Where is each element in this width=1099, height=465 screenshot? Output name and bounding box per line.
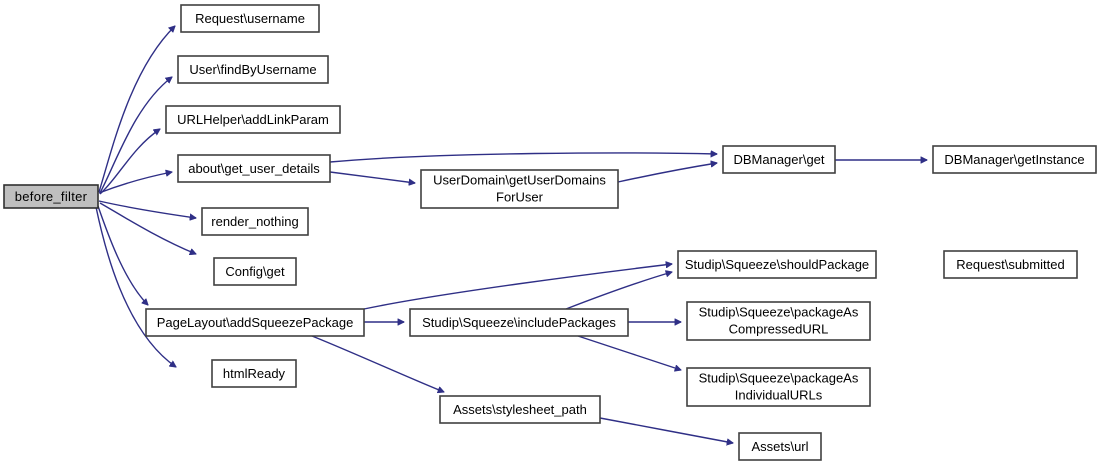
edges-layer: [95, 26, 927, 443]
node-box[interactable]: [145, 308, 365, 337]
graph-node-user_findbyusername[interactable]: User\findByUsername: [177, 55, 329, 84]
node-box[interactable]: [177, 55, 329, 84]
node-box[interactable]: [177, 154, 331, 183]
node-label-line2: ForUser: [496, 189, 544, 204]
node-label: Assets\url: [751, 439, 808, 454]
call-edge: [97, 205, 148, 305]
node-box[interactable]: [211, 359, 297, 388]
node-label-line2: CompressedURL: [729, 321, 829, 336]
graph-node-assets_url[interactable]: Assets\url: [738, 432, 822, 461]
node-label: PageLayout\addSqueezePackage: [157, 315, 354, 330]
call-edge: [329, 153, 717, 163]
call-edge: [311, 335, 444, 392]
node-box[interactable]: [201, 207, 309, 236]
graph-node-config_get[interactable]: Config\get: [213, 257, 297, 286]
call-edge: [329, 171, 415, 183]
graph-node-dbmanager_get[interactable]: DBManager\get: [722, 145, 836, 174]
node-label: Assets\stylesheet_path: [453, 402, 587, 417]
graph-node-pagelayout_addsqueezepackage[interactable]: PageLayout\addSqueezePackage: [145, 308, 365, 337]
node-box[interactable]: [165, 105, 341, 134]
graph-node-request_submitted[interactable]: Request\submitted: [943, 250, 1078, 279]
node-box[interactable]: [932, 145, 1097, 174]
graph-node-request_username[interactable]: Request\username: [180, 4, 320, 33]
graph-node-htmlready[interactable]: htmlReady: [211, 359, 297, 388]
node-label-line1: UserDomain\getUserDomains: [433, 172, 606, 187]
graph-node-about_get_user_details[interactable]: about\get_user_details: [177, 154, 331, 183]
graph-node-studip_squeeze_includepackages[interactable]: Studip\Squeeze\includePackages: [409, 308, 629, 337]
call-edge: [99, 202, 196, 254]
node-box[interactable]: [686, 301, 871, 341]
graph-node-urlhelper_addlinkparam[interactable]: URLHelper\addLinkParam: [165, 105, 341, 134]
node-label: about\get_user_details: [188, 161, 320, 176]
call-edge: [98, 200, 196, 218]
node-label: DBManager\getInstance: [944, 152, 1084, 167]
node-label: before_filter: [15, 189, 88, 204]
node-box[interactable]: [439, 395, 601, 424]
nodes-layer: before_filter Request\usernameUser\findBy…: [3, 4, 1097, 461]
call-edge: [98, 172, 172, 194]
node-box[interactable]: [420, 169, 619, 209]
node-box[interactable]: [722, 145, 836, 174]
node-label: Config\get: [225, 264, 285, 279]
node-label: Studip\Squeeze\shouldPackage: [685, 257, 869, 272]
node-box[interactable]: [738, 432, 822, 461]
node-label: URLHelper\addLinkParam: [177, 112, 329, 127]
node-label: render_nothing: [211, 214, 298, 229]
node-box[interactable]: [3, 184, 99, 209]
node-label: Request\username: [195, 11, 305, 26]
call-edge: [565, 272, 672, 310]
node-label: Studip\Squeeze\includePackages: [422, 315, 616, 330]
call-edge: [599, 417, 733, 443]
call-edge: [617, 163, 717, 183]
node-box[interactable]: [213, 257, 297, 286]
node-box[interactable]: [409, 308, 629, 337]
node-box[interactable]: [677, 250, 877, 279]
graph-node-studip_squeeze_shouldpackage[interactable]: Studip\Squeeze\shouldPackage: [677, 250, 877, 279]
node-label-line2: IndividualURLs: [735, 387, 823, 402]
call-edge: [99, 129, 160, 195]
node-label: DBManager\get: [733, 152, 824, 167]
node-label-line1: Studip\Squeeze\packageAs: [699, 304, 859, 319]
call-edge: [99, 77, 172, 194]
graph-node-before_filter[interactable]: before_filter: [3, 184, 99, 209]
graph-node-render_nothing[interactable]: render_nothing: [201, 207, 309, 236]
node-label: htmlReady: [223, 366, 286, 381]
call-edge: [98, 26, 175, 193]
call-edge: [95, 206, 176, 367]
node-box[interactable]: [943, 250, 1078, 279]
graph-node-assets_stylesheet_path[interactable]: Assets\stylesheet_path: [439, 395, 601, 424]
call-edge: [363, 264, 672, 310]
graph-node-dbmanager_getinstance[interactable]: DBManager\getInstance: [932, 145, 1097, 174]
node-label-line1: Studip\Squeeze\packageAs: [699, 370, 859, 385]
node-label: User\findByUsername: [189, 62, 316, 77]
node-box[interactable]: [686, 367, 871, 407]
node-box[interactable]: [180, 4, 320, 33]
call-edge: [577, 335, 681, 370]
node-label: Request\submitted: [956, 257, 1064, 272]
